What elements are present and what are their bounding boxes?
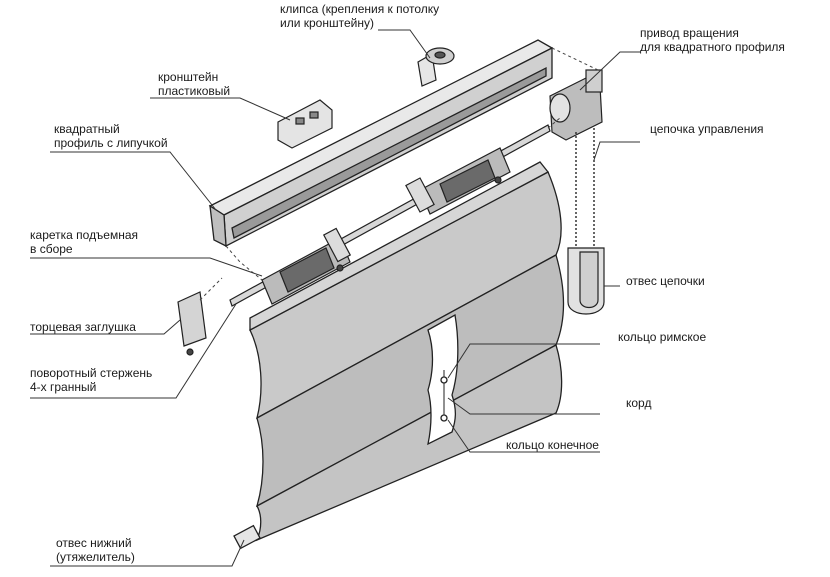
ceiling-clip <box>417 47 455 87</box>
leader-bracket <box>150 97 291 121</box>
label-profile: квадратный профиль с липучкой <box>54 122 168 150</box>
leader-chain <box>593 141 640 161</box>
label-roman-ring: кольцо римское <box>618 330 707 344</box>
leader-end-ring <box>447 419 600 453</box>
label-rod: поворотный стержень 4-х гранный <box>30 366 153 394</box>
leader-end-cap <box>30 319 181 335</box>
assembly-guides <box>199 47 599 301</box>
label-cord: корд <box>626 396 652 410</box>
plastic-bracket <box>277 99 333 149</box>
label-chain-weight: отвес цепочки <box>626 274 705 288</box>
leader-clip <box>378 29 431 59</box>
leader-lines <box>30 29 640 567</box>
end-cap <box>177 291 207 356</box>
label-chain: цепочка управления <box>650 122 764 136</box>
control-chain <box>575 128 595 250</box>
fabric-top-band <box>249 161 549 332</box>
leader-roman-ring <box>447 343 600 379</box>
lifting-carriage-1 <box>261 227 352 305</box>
leader-bottom-weight <box>50 539 245 567</box>
label-drive: привод вращения для квадратного профиля <box>640 26 785 54</box>
chain-weight <box>567 247 605 315</box>
profile-velcro-strip <box>231 66 547 239</box>
square-profile <box>208 39 554 248</box>
fabric-fold-3 <box>255 344 563 542</box>
end-ring <box>440 414 448 422</box>
leader-drive <box>579 51 640 91</box>
rotation-drive <box>549 69 603 141</box>
roman-ring <box>440 376 448 384</box>
label-carriage: каретка подъемная в сборе <box>30 228 139 256</box>
leader-rod <box>30 303 237 399</box>
label-bracket: кронштейн пластиковый <box>158 70 231 98</box>
leader-carriage <box>30 257 263 277</box>
leader-profile <box>50 151 217 211</box>
bottom-weight-bar <box>233 524 261 550</box>
leader-cord <box>447 397 600 415</box>
lifting-carriage-2 <box>405 147 511 215</box>
label-clip: клипса (крепления к потолку или кронштей… <box>280 2 440 30</box>
label-bottom-weight: отвес нижний (утяжелитель) <box>56 536 135 564</box>
label-end-cap: торцевая заглушка <box>30 320 136 334</box>
fabric-panel <box>233 161 565 550</box>
label-end-ring: кольцо конечное <box>506 438 599 452</box>
